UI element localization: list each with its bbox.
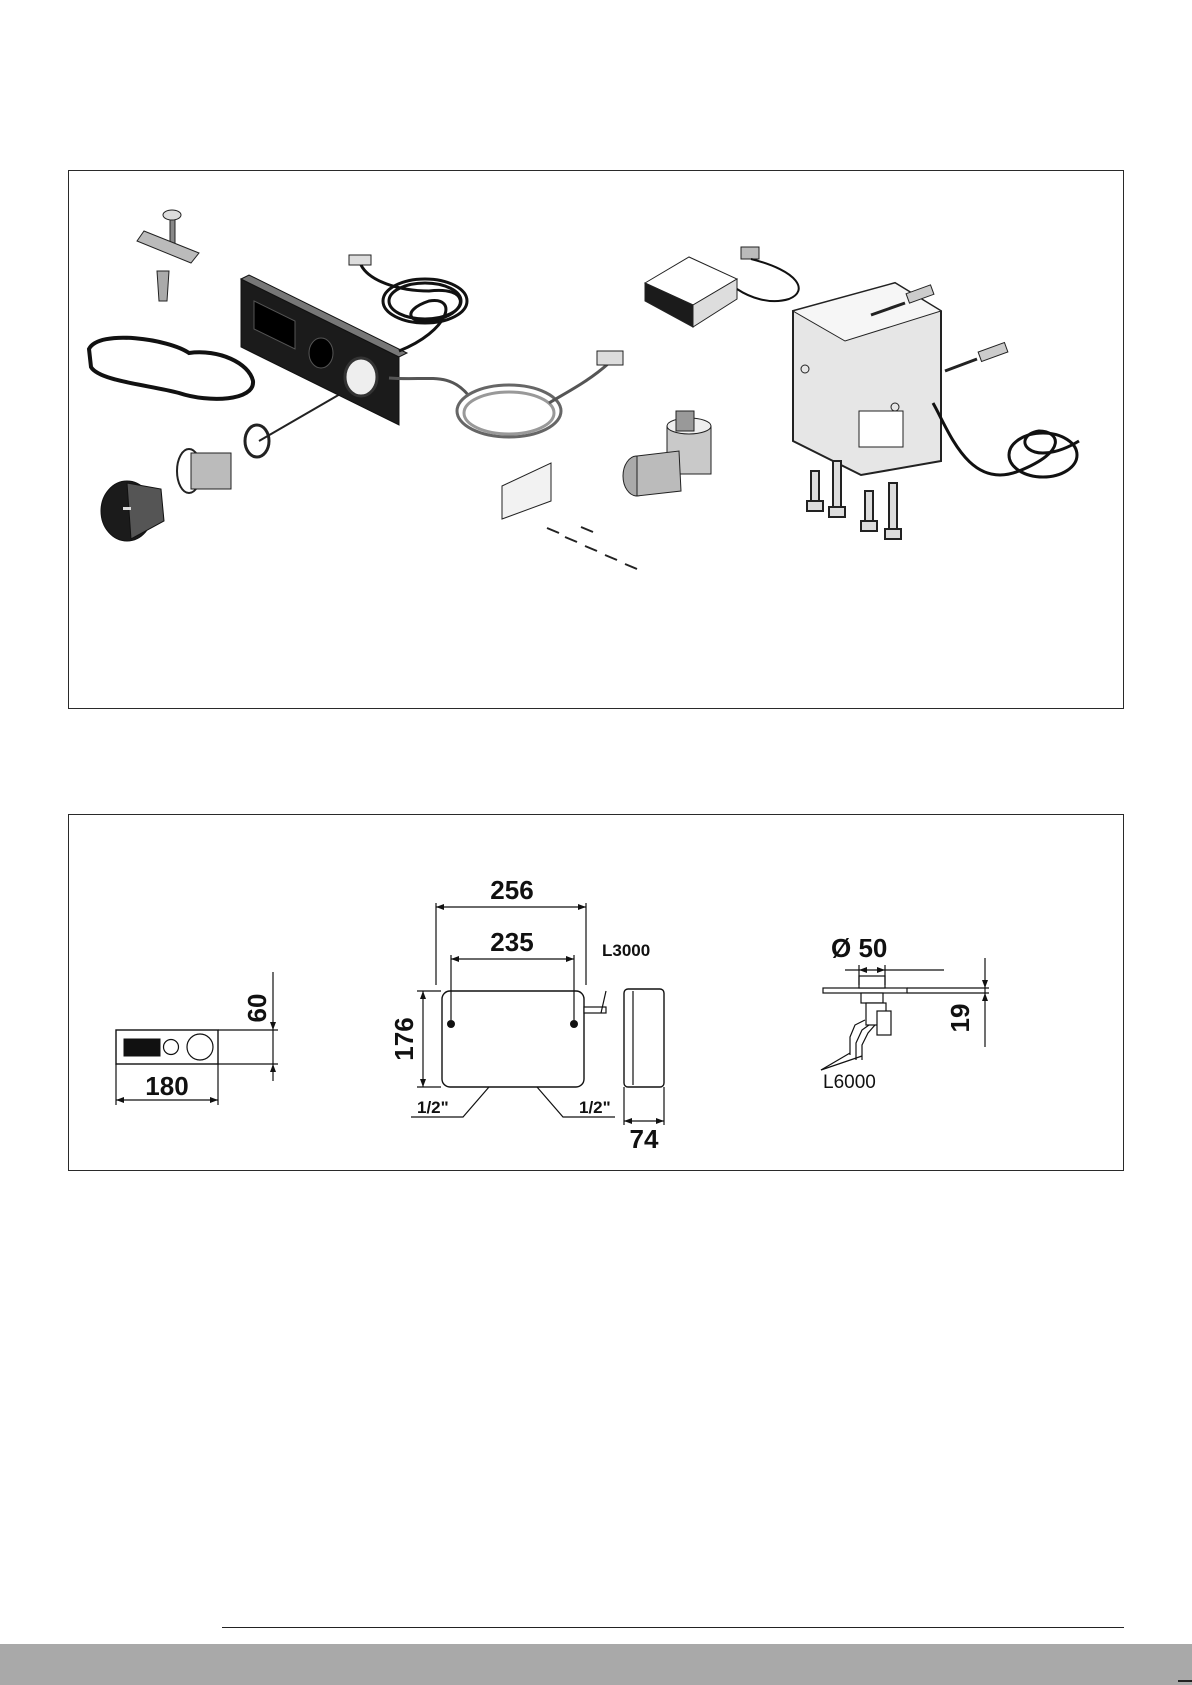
footer-rule	[222, 1627, 1124, 1628]
panel-front-view	[116, 972, 278, 1105]
flush-cable-length-label: L6000	[823, 1072, 876, 1093]
exploded-parts-drawing	[69, 171, 1125, 710]
pipe-fitting-part	[623, 411, 711, 496]
actuator-knob-part	[101, 481, 164, 541]
mounting-clamp-part	[137, 210, 199, 301]
panel-width-dimension: 180	[145, 1071, 188, 1101]
control-box-part	[793, 283, 1079, 477]
valve-insert-part	[177, 386, 354, 493]
small-screws-part	[547, 527, 637, 569]
flush-height-dimension: 19	[945, 1004, 975, 1033]
box-depth-dimension: 74	[630, 1124, 659, 1154]
box-inner-width-dimension: 235	[490, 927, 533, 957]
dimension-drawings: 60 180	[69, 815, 1125, 1172]
parts-illustration-frame	[68, 170, 1124, 709]
box-inlet-left-label: 1/2"	[417, 1098, 449, 1117]
box-inlet-right-label: 1/2"	[579, 1098, 611, 1117]
footer-bar	[0, 1644, 1192, 1685]
seal-ring-part	[89, 338, 253, 399]
data-cable-part	[389, 351, 623, 437]
transformer-box-part	[645, 247, 799, 327]
box-height-dimension: 176	[389, 1017, 419, 1060]
box-cable-length-label: L3000	[602, 941, 650, 960]
mounting-bolts-part	[807, 461, 901, 539]
panel-height-dimension: 60	[242, 994, 272, 1023]
label-card-part	[502, 463, 551, 519]
corner-mark	[1178, 1680, 1192, 1682]
dimension-drawings-frame: 60 180	[68, 814, 1124, 1171]
box-outer-width-dimension: 256	[490, 875, 533, 905]
flush-diameter-dimension: Ø 50	[831, 933, 887, 963]
